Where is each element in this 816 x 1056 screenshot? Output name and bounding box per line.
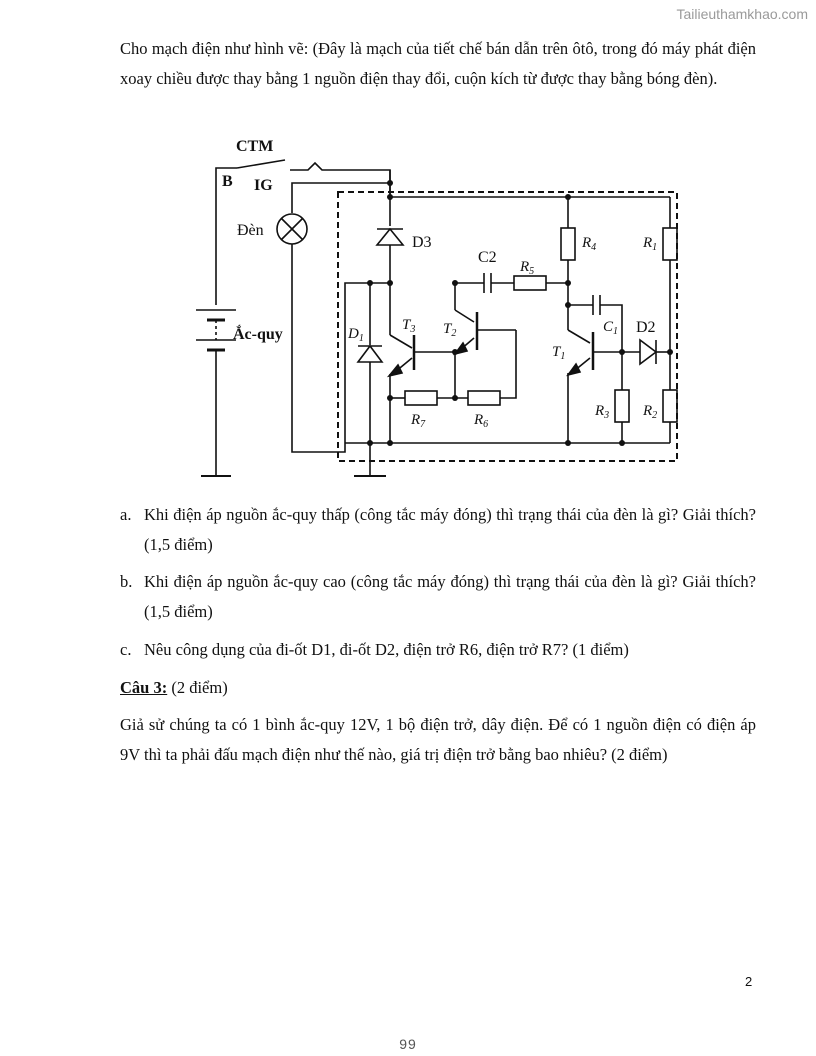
t2-emitter-arrow	[453, 341, 469, 356]
label-d2: D2	[636, 319, 656, 336]
label-den: Đèn	[237, 222, 264, 239]
label-t1: T1	[552, 344, 565, 362]
label-t2: T2	[443, 321, 456, 339]
question-3-text: Giả sử chúng ta có 1 bình ắc-quy 12V, 1 …	[120, 715, 756, 764]
section-3-heading: Câu 3: (2 điểm)	[120, 673, 228, 703]
r5-resistor	[513, 275, 547, 291]
label-r3: R3	[594, 403, 609, 421]
r3-resistor	[614, 389, 630, 423]
label-r1: R1	[642, 235, 657, 253]
label-b: B	[222, 173, 233, 190]
wire-ig	[291, 182, 390, 213]
question-b-text: Khi điện áp nguồn ắc-quy cao (công tắc m…	[144, 572, 756, 621]
question-c-marker: c.	[120, 640, 132, 659]
section-3-label: Câu 3:	[120, 678, 168, 697]
label-acquy: Ắc-quy	[233, 324, 283, 343]
question-c: c. Nêu công dụng của đi-ốt D1, đi-ốt D2,…	[120, 635, 756, 665]
wire-lamp-return	[291, 244, 392, 453]
question-b: b. Khi điện áp nguồn ắc-quy cao (công tắ…	[120, 567, 756, 627]
label-r2: R2	[642, 403, 657, 421]
label-c2: C2	[478, 249, 497, 266]
r7-resistor	[404, 390, 438, 406]
t1-emitter-arrow	[566, 362, 582, 377]
label-r4: R4	[581, 235, 596, 253]
question-a-marker: a.	[120, 505, 132, 524]
r1-resistor	[662, 227, 678, 261]
d2-diode	[639, 338, 658, 366]
wire-b	[215, 167, 237, 305]
question-c-text: Nêu công dụng của đi-ốt D1, đi-ốt D2, đi…	[144, 640, 629, 659]
label-d1: D1	[347, 326, 364, 344]
t3-emitter-arrow	[386, 363, 404, 378]
question-a-text: Khi điện áp nguồn ắc-quy thấp (công tắc …	[144, 505, 756, 554]
label-t3: T3	[402, 317, 415, 335]
section-3-points: (2 điểm)	[167, 678, 228, 697]
d1-diode	[356, 344, 384, 363]
label-c1: C1	[603, 319, 618, 337]
regulator-enclosure	[337, 191, 678, 462]
label-ctm: CTM	[236, 138, 273, 155]
r2-resistor	[662, 389, 678, 423]
label-d3: D3	[412, 234, 432, 251]
label-r7: R7	[410, 412, 426, 430]
question-b-marker: b.	[120, 572, 133, 591]
question-a: a. Khi điện áp nguồn ắc-quy thấp (công t…	[120, 500, 756, 560]
r4-resistor	[560, 227, 576, 261]
label-r6: R6	[473, 412, 488, 430]
d3-diode	[375, 227, 405, 246]
label-ig: IG	[254, 177, 273, 194]
page-number: 2	[745, 974, 753, 989]
footer-page-number: 99	[399, 1036, 417, 1052]
ctm-switch	[236, 159, 286, 169]
wire-fuse	[290, 161, 391, 200]
watermark: Tailieuthamkhao.com	[676, 6, 808, 22]
r6-resistor	[467, 390, 501, 406]
intro-paragraph: Cho mạch điện như hình vẽ: (Đây là mạch …	[120, 39, 756, 88]
label-r5: R5	[519, 259, 534, 277]
